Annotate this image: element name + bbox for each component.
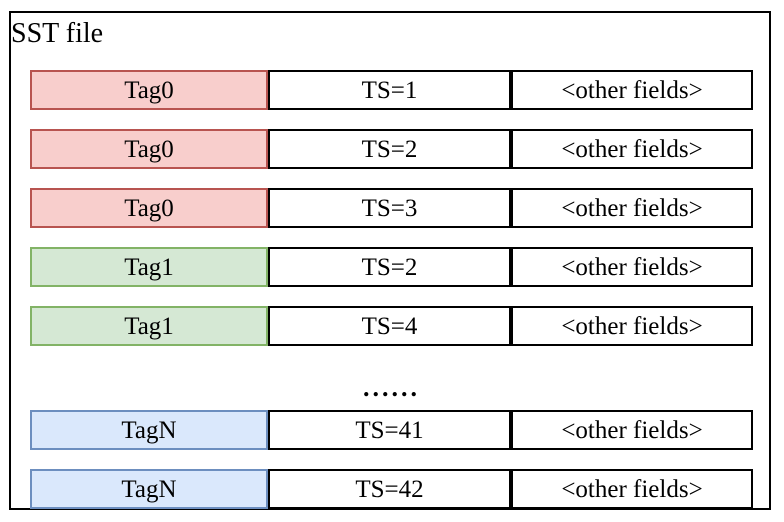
other-fields-cell: <other fields> (511, 410, 753, 450)
other-fields-cell: <other fields> (511, 306, 753, 346)
record-row: Tag1 TS=2 <other fields> (30, 247, 753, 287)
record-row: Tag1 TS=4 <other fields> (30, 306, 753, 346)
tag-cell: Tag0 (30, 188, 268, 228)
timestamp-cell: TS=1 (268, 70, 511, 110)
record-row: TagN TS=42 <other fields> (30, 469, 753, 509)
timestamp-cell: TS=42 (268, 469, 511, 509)
other-fields-cell: <other fields> (511, 70, 753, 110)
record-row: Tag0 TS=2 <other fields> (30, 129, 753, 169)
sst-file-label: SST file (11, 18, 104, 49)
timestamp-cell: TS=2 (268, 129, 511, 169)
record-row: Tag0 TS=1 <other fields> (30, 70, 753, 110)
record-row: TagN TS=41 <other fields> (30, 410, 753, 450)
record-row: Tag0 TS=3 <other fields> (30, 188, 753, 228)
record-rows: Tag0 TS=1 <other fields> Tag0 TS=2 <othe… (30, 70, 753, 509)
tag-cell: Tag1 (30, 247, 268, 287)
tag-cell: TagN (30, 410, 268, 450)
other-fields-cell: <other fields> (511, 188, 753, 228)
timestamp-cell: TS=3 (268, 188, 511, 228)
other-fields-cell: <other fields> (511, 129, 753, 169)
tag-cell: Tag1 (30, 306, 268, 346)
other-fields-cell: <other fields> (511, 469, 753, 509)
other-fields-cell: <other fields> (511, 247, 753, 287)
timestamp-cell: TS=4 (268, 306, 511, 346)
ellipsis-divider: ...... (363, 372, 420, 402)
timestamp-cell: TS=2 (268, 247, 511, 287)
tag-cell: Tag0 (30, 70, 268, 110)
tag-cell: Tag0 (30, 129, 268, 169)
timestamp-cell: TS=41 (268, 410, 511, 450)
tag-cell: TagN (30, 469, 268, 509)
sst-file-box: SST file Tag0 TS=1 <other fields> Tag0 T… (9, 11, 771, 510)
